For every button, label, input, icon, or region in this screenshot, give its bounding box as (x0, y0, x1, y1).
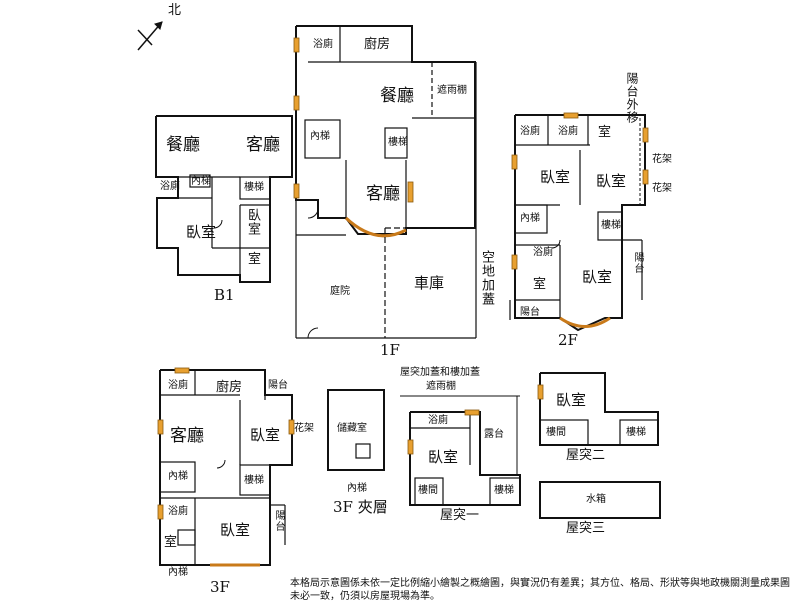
f1-inner-stair: 內梯 (310, 131, 330, 142)
roof1-stair: 樓梯 (494, 485, 514, 496)
plan-b1 (155, 115, 293, 283)
roof2-stairwell: 樓間 (546, 427, 566, 438)
caption-3f: 3F (210, 578, 230, 596)
caption-roof2: 屋突二 (566, 448, 606, 463)
north-label: 北 (168, 3, 182, 18)
f3-balcony1: 陽台 (268, 380, 288, 391)
f3-living: 客廳 (170, 426, 204, 446)
f2-flower-rack1: 花架 (652, 154, 672, 165)
f2-bedroom3: 臥室 (582, 268, 613, 286)
f1-stair: 樓梯 (388, 137, 408, 148)
plan-roof2 (539, 372, 659, 446)
mezz-storage: 儲藏室 (337, 423, 367, 434)
f2-bath1: 浴廁 (520, 126, 540, 137)
roof1-rain-shelter: 遮雨棚 (426, 381, 456, 392)
f1-dining: 餐廳 (380, 86, 414, 106)
caption-1f: 1F (380, 341, 400, 359)
f1-open-space: 空地加蓋 (479, 250, 494, 306)
f3-bath2: 浴廁 (168, 506, 188, 517)
f2-bath3: 浴廁 (533, 247, 553, 258)
f2-bath2: 浴廁 (558, 126, 578, 137)
roof1-bath: 浴廁 (428, 415, 448, 426)
plan-1f (295, 25, 477, 339)
f3-bath: 浴廁 (168, 380, 188, 391)
b1-room: 室 (248, 252, 262, 267)
plan-roof3 (539, 481, 661, 519)
f3-bedroom2: 臥室 (220, 521, 251, 539)
plan-3f-mezz (327, 389, 385, 471)
f1-garage: 車庫 (414, 274, 445, 292)
caption-b1: B1 (214, 286, 235, 304)
f1-living: 客廳 (366, 184, 400, 204)
roof2-stair: 樓梯 (626, 427, 646, 438)
f3-room: 室 (164, 535, 178, 550)
plan-2f (509, 114, 646, 332)
f2-flower-rack2: 花架 (652, 183, 672, 194)
caption-3f-mezz: 3F 夾層 (333, 498, 388, 516)
roof1-header: 屋突加蓋和樓加蓋 (400, 367, 480, 378)
b1-bedroom: 臥室 (186, 223, 217, 241)
f3-inner-stair2: 內梯 (168, 567, 188, 578)
north-arrow-icon (137, 21, 163, 51)
roof1-stairwell: 樓間 (418, 485, 438, 496)
caption-roof1: 屋突一 (440, 508, 480, 523)
f2-bedroom2: 臥室 (596, 172, 627, 190)
f3-bedroom: 臥室 (250, 426, 281, 444)
b1-dining: 餐廳 (166, 135, 200, 155)
f3-balcony2: 陽台 (273, 510, 284, 532)
mezz-inner-stair: 內梯 (347, 483, 367, 494)
f2-balcony-bottom: 陽台 (520, 307, 540, 318)
door-swings (213, 209, 561, 469)
f3-inner-stair: 內梯 (168, 471, 188, 482)
f1-rain-shelter: 遮雨棚 (437, 85, 467, 96)
roof2-bedroom: 臥室 (556, 391, 587, 409)
plan-roof1 (400, 395, 521, 506)
f3-flower-rack: 花架 (294, 423, 314, 434)
b1-stair: 樓梯 (244, 182, 264, 193)
b1-bedroom-right: 臥室 (245, 208, 260, 236)
roof3-water-tank: 水箱 (586, 494, 606, 505)
b1-inner-stair: 內梯 (191, 176, 211, 187)
f3-kitchen: 廚房 (216, 380, 243, 395)
roof1-laundry: 露台 (484, 429, 504, 440)
f3-stair: 樓梯 (244, 475, 264, 486)
f2-balcony-right: 陽台 (632, 252, 643, 274)
f2-stair: 樓梯 (601, 220, 621, 231)
window-markers (157, 37, 649, 520)
f2-room: 室 (598, 125, 612, 140)
f2-balcony-moved: 陽台外移 (625, 72, 639, 124)
f2-room2: 室 (533, 277, 547, 292)
disclaimer-note: 本格局示意圖係未依一定比例縮小繪製之概繪圖，與實況仍有差異；其方位、格局、形狀等… (290, 578, 790, 602)
b1-living: 客廳 (246, 135, 280, 155)
f1-kitchen: 廚房 (364, 37, 391, 52)
caption-roof3: 屋突三 (566, 521, 606, 536)
roof1-bedroom: 臥室 (428, 448, 459, 466)
f1-bath: 浴廁 (313, 39, 333, 50)
b1-bath: 浴廁 (160, 181, 180, 192)
f2-bedroom1: 臥室 (540, 168, 571, 186)
plan-3f (159, 369, 293, 567)
caption-2f: 2F (558, 331, 578, 349)
f2-inner-stair: 內梯 (520, 213, 540, 224)
f1-yard: 庭院 (330, 286, 350, 297)
